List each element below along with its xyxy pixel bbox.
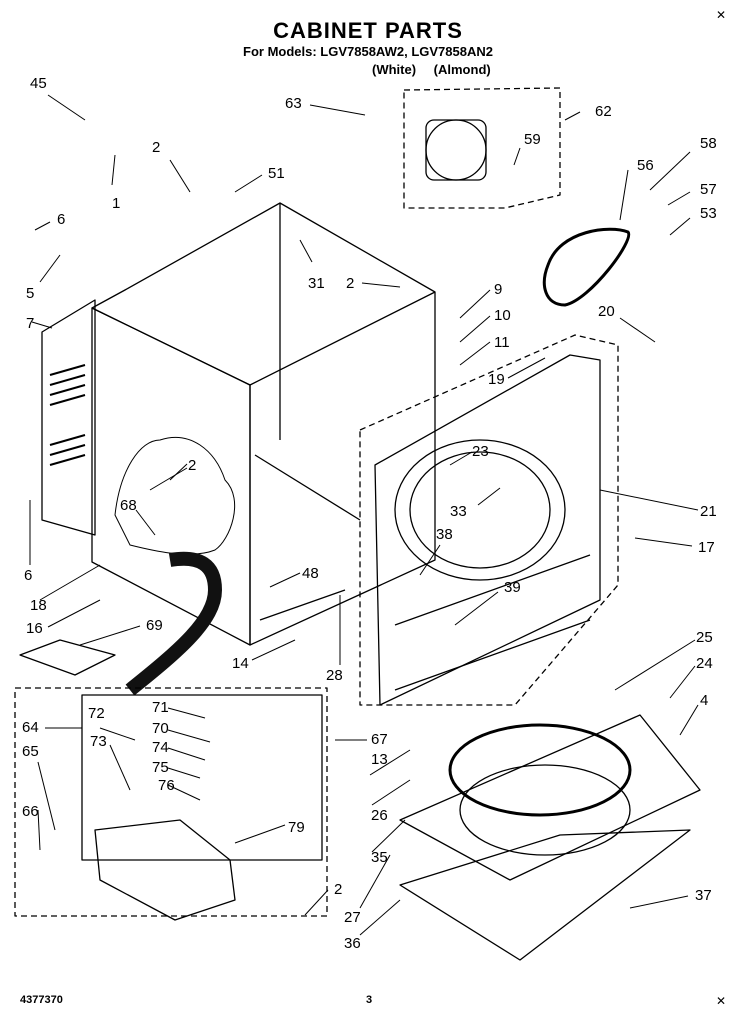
corner-mark: ✕ [716, 994, 727, 1008]
callout-19: 19 [488, 371, 505, 388]
color-white: (White) [372, 62, 417, 77]
callout-37: 37 [695, 887, 712, 904]
callout-1: 1 [112, 195, 120, 212]
callout-75: 75 [152, 759, 169, 776]
callout-26: 26 [371, 807, 388, 824]
color-almond: (Almond) [433, 62, 491, 77]
callout-57: 57 [700, 181, 717, 198]
callout-35: 35 [371, 849, 388, 866]
callout-2: 2 [188, 457, 196, 474]
callout-28: 28 [326, 667, 343, 684]
lint-screen [19, 639, 116, 676]
corner-mark: ✕ [716, 8, 727, 22]
callout-45: 45 [30, 75, 47, 92]
color-variants: (White) (Almond) [372, 62, 505, 77]
callout-38: 38 [436, 526, 453, 543]
page-title: CABINET PARTS [273, 18, 463, 43]
callout-33: 33 [450, 503, 467, 520]
callout-24: 24 [696, 655, 713, 672]
callout-56: 56 [637, 157, 654, 174]
callout-2: 2 [346, 275, 354, 292]
doc-number: 4377370 [20, 994, 63, 1006]
callout-68: 68 [120, 497, 137, 514]
base-panel [399, 829, 691, 961]
cabinet-side-panel [91, 307, 251, 646]
burner-assembly [94, 819, 236, 921]
callout-39: 39 [504, 579, 521, 596]
callout-58: 58 [700, 135, 717, 152]
callout-20: 20 [598, 303, 615, 320]
callout-71: 71 [152, 699, 169, 716]
front-panel [374, 354, 601, 706]
callout-17: 17 [698, 539, 715, 556]
callout-27: 27 [344, 909, 361, 926]
burner-subgroup-outline [81, 694, 323, 861]
callout-25: 25 [696, 629, 713, 646]
door-seal [448, 723, 632, 817]
callout-72: 72 [88, 705, 105, 722]
callout-2: 2 [334, 881, 342, 898]
callout-10: 10 [494, 307, 511, 324]
callout-11: 11 [494, 334, 510, 351]
callout-64: 64 [22, 719, 39, 736]
callout-74: 74 [152, 739, 169, 756]
page-number: 3 [366, 994, 373, 1006]
callout-4: 4 [700, 692, 708, 709]
burner-group-outline [14, 687, 328, 917]
callout-18: 18 [30, 597, 47, 614]
callout-9: 9 [494, 281, 502, 298]
callout-53: 53 [700, 205, 717, 222]
callout-7: 7 [26, 315, 34, 332]
callout-79: 79 [288, 819, 305, 836]
callout-21: 21 [700, 503, 717, 520]
callout-2: 2 [152, 139, 160, 156]
motor [425, 119, 487, 181]
callout-6: 6 [24, 567, 32, 584]
callout-67: 67 [371, 731, 388, 748]
callout-31: 31 [308, 275, 325, 292]
callout-65: 65 [22, 743, 39, 760]
callout-13: 13 [371, 751, 388, 768]
callout-5: 5 [26, 285, 34, 302]
motor-group-outline [403, 87, 561, 209]
callout-6: 6 [57, 211, 65, 228]
door-opening [394, 439, 566, 581]
callout-23: 23 [472, 443, 489, 460]
callout-76: 76 [158, 777, 175, 794]
callout-70: 70 [152, 720, 169, 737]
callout-16: 16 [26, 620, 43, 637]
models-line: For Models: LGV7858AW2, LGV7858AN2 [243, 44, 493, 59]
callout-36: 36 [344, 935, 361, 952]
callout-73: 73 [90, 733, 107, 750]
rear-panel [41, 299, 96, 536]
callout-63: 63 [285, 95, 302, 112]
callout-66: 66 [22, 803, 39, 820]
callout-62: 62 [595, 103, 612, 120]
drive-belt [542, 227, 631, 307]
top-panel [399, 714, 701, 881]
callout-51: 51 [268, 165, 285, 182]
callout-59: 59 [524, 131, 541, 148]
callout-69: 69 [146, 617, 163, 634]
callout-14: 14 [232, 655, 249, 672]
callout-48: 48 [302, 565, 319, 582]
